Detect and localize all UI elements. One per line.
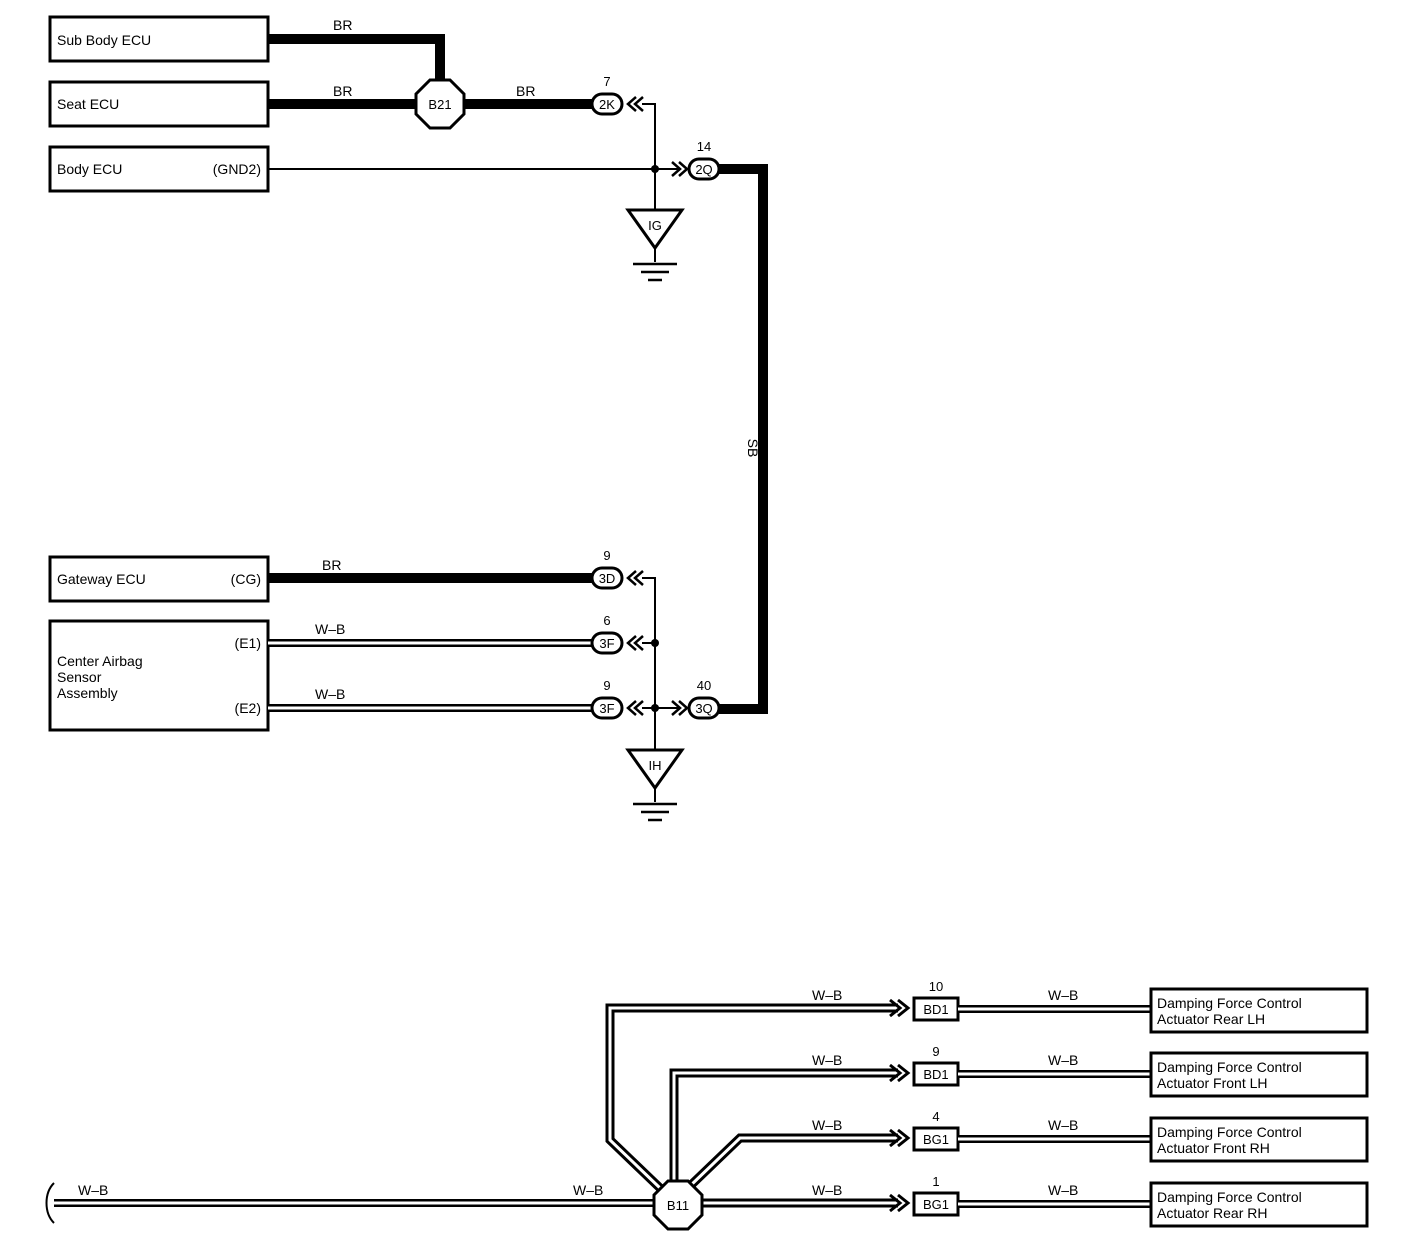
actuator-front-lh: Damping Force Control Actuator Front LH bbox=[1149, 1051, 1369, 1098]
ground-ih-label: IH bbox=[649, 758, 662, 773]
junction-b11-label: B11 bbox=[667, 1198, 689, 1213]
connector-3q-id: 3Q bbox=[695, 701, 712, 716]
connector-bd1-front-lh: BD1 9 bbox=[889, 1044, 960, 1087]
actuator-rear-rh-line2: Actuator Rear RH bbox=[1157, 1205, 1267, 1221]
wire-sb bbox=[719, 164, 768, 714]
sub-body-ecu-label: Sub Body ECU bbox=[57, 32, 151, 48]
connector-3f-e2: 3F 9 bbox=[590, 678, 644, 720]
connector-bd1-rear-lh-id: BD1 bbox=[923, 1002, 948, 1017]
connector-bd1-rear-lh: BD1 10 bbox=[889, 979, 960, 1022]
center-airbag-line2: Sensor bbox=[57, 669, 102, 685]
seat-ecu: Seat ECU bbox=[48, 80, 270, 128]
wire-label-wb-8: W–B bbox=[812, 1182, 842, 1198]
wire-sub-body-to-b21 bbox=[268, 34, 445, 80]
ground-ig-label: IG bbox=[648, 218, 662, 233]
actuator-rear-lh-line2: Actuator Rear LH bbox=[1157, 1011, 1265, 1027]
wire-label-br-4: BR bbox=[322, 557, 341, 573]
wire-lower-bus bbox=[642, 577, 656, 750]
body-ecu-terminal: (GND2) bbox=[213, 161, 261, 177]
actuator-rear-rh: Damping Force Control Actuator Rear RH bbox=[1149, 1181, 1369, 1228]
actuator-front-lh-line1: Damping Force Control bbox=[1157, 1059, 1302, 1075]
center-airbag-line3: Assembly bbox=[57, 685, 118, 701]
connector-3d: 3D 9 bbox=[590, 548, 644, 590]
actuator-rear-lh-line1: Damping Force Control bbox=[1157, 995, 1302, 1011]
wire-label-wb-9: W–B bbox=[1048, 987, 1078, 1003]
connector-2k-pin: 7 bbox=[603, 74, 610, 89]
wire-label-sb: SB bbox=[745, 439, 761, 458]
connector-3d-pin: 9 bbox=[603, 548, 610, 563]
center-airbag-line1: Center Airbag bbox=[57, 653, 143, 669]
connector-3f-e2-id: 3F bbox=[599, 701, 614, 716]
connector-2q-id: 2Q bbox=[695, 162, 712, 177]
connector-bg1-front-rh-pin: 4 bbox=[932, 1109, 939, 1124]
actuator-rear-rh-line1: Damping Force Control bbox=[1157, 1189, 1302, 1205]
connector-3f-e2-pin: 9 bbox=[603, 678, 610, 693]
connector-bd1-rear-lh-pin: 10 bbox=[929, 979, 943, 994]
junction-b11: B11 bbox=[652, 1179, 704, 1231]
wire-label-wb-4: W–B bbox=[573, 1182, 603, 1198]
connector-bg1-front-rh: BG1 4 bbox=[889, 1109, 960, 1152]
connector-3q-pin: 40 bbox=[697, 678, 711, 693]
actuator-wires bbox=[958, 1005, 1151, 1208]
sub-body-ecu: Sub Body ECU bbox=[48, 15, 270, 63]
wire-label-br-1: BR bbox=[333, 17, 352, 33]
connector-2q: 2Q 14 bbox=[671, 139, 721, 181]
body-ecu: Body ECU (GND2) bbox=[48, 145, 270, 193]
actuator-front-rh-line2: Actuator Front RH bbox=[1157, 1140, 1270, 1156]
connector-bd1-front-lh-pin: 9 bbox=[932, 1044, 939, 1059]
actuator-front-rh-line1: Damping Force Control bbox=[1157, 1124, 1302, 1140]
connector-bg1-rear-rh-pin: 1 bbox=[932, 1174, 939, 1189]
connector-bg1-rear-rh: BG1 1 bbox=[889, 1174, 960, 1217]
wire-label-wb-6: W–B bbox=[812, 1052, 842, 1068]
connector-bg1-front-rh-id: BG1 bbox=[923, 1132, 949, 1147]
wire-label-wb-2: W–B bbox=[315, 686, 345, 702]
wire-2k-down bbox=[642, 103, 656, 170]
wire-label-wb-12: W–B bbox=[1048, 1182, 1078, 1198]
connector-3f-e1-id: 3F bbox=[599, 636, 614, 651]
wire-label-wb-3: W–B bbox=[78, 1182, 108, 1198]
connector-3q: 3Q 40 bbox=[671, 678, 721, 720]
wire-label-br-2: BR bbox=[333, 83, 352, 99]
gateway-ecu-label: Gateway ECU bbox=[57, 571, 146, 587]
b11-branches bbox=[605, 1003, 898, 1208]
ground-ih: IH bbox=[625, 748, 685, 822]
connector-3f-e1-pin: 6 bbox=[603, 613, 610, 628]
junction-b21: B21 bbox=[414, 78, 466, 130]
connector-2k-id: 2K bbox=[599, 97, 615, 112]
wire-label-wb-7: W–B bbox=[812, 1117, 842, 1133]
gateway-ecu: Gateway ECU (CG) bbox=[48, 555, 270, 603]
actuator-rear-lh: Damping Force Control Actuator Rear LH bbox=[1149, 987, 1369, 1034]
wire-label-wb-10: W–B bbox=[1048, 1052, 1078, 1068]
connector-3f-e1: 3F 6 bbox=[590, 613, 644, 655]
body-ecu-label: Body ECU bbox=[57, 161, 122, 177]
gateway-ecu-terminal: (CG) bbox=[231, 571, 261, 587]
wire-label-br-3: BR bbox=[516, 83, 535, 99]
center-airbag-e1: (E1) bbox=[235, 635, 261, 651]
center-airbag-e2: (E2) bbox=[235, 700, 261, 716]
connector-bg1-rear-rh-id: BG1 bbox=[923, 1197, 949, 1212]
connector-bd1-front-lh-id: BD1 bbox=[923, 1067, 948, 1082]
connector-2q-pin: 14 bbox=[697, 139, 711, 154]
wire-label-wb-5: W–B bbox=[812, 987, 842, 1003]
wire-label-wb-1: W–B bbox=[315, 621, 345, 637]
actuator-front-rh: Damping Force Control Actuator Front RH bbox=[1149, 1116, 1369, 1163]
connector-2k: 2K 7 bbox=[590, 74, 644, 116]
connector-3d-id: 3D bbox=[599, 571, 616, 586]
center-airbag-sensor: Center Airbag Sensor Assembly (E1) (E2) bbox=[48, 619, 270, 732]
wire-label-wb-11: W–B bbox=[1048, 1117, 1078, 1133]
junction-b21-label: B21 bbox=[428, 97, 451, 112]
seat-ecu-label: Seat ECU bbox=[57, 96, 119, 112]
ground-ig: IG bbox=[625, 169, 685, 282]
actuator-front-lh-line2: Actuator Front LH bbox=[1157, 1075, 1268, 1091]
